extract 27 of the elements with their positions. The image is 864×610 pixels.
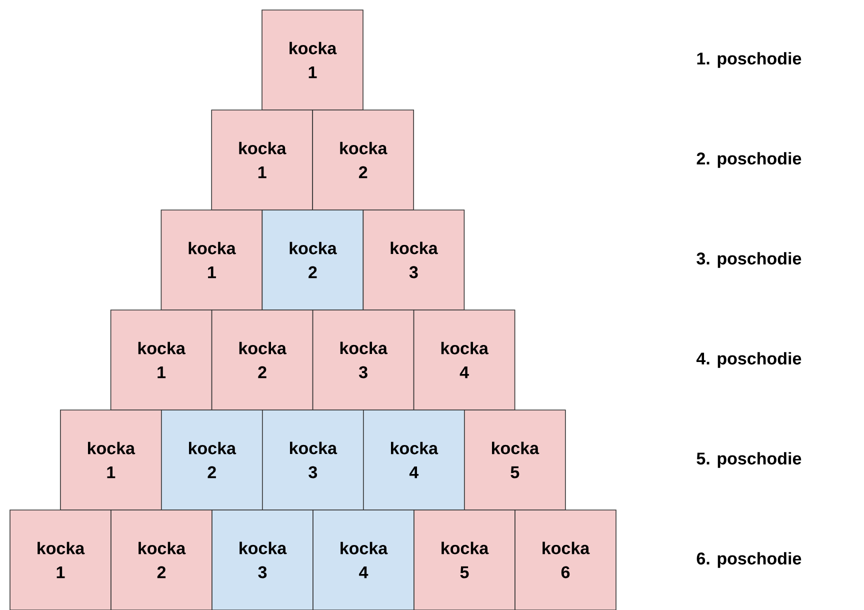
block-box: kocka 2 (110, 510, 212, 610)
block-box: kocka 6 (514, 510, 616, 610)
block-box: kocka 1 (211, 110, 313, 210)
floor-label: 3. poschodie (696, 252, 802, 268)
block-box: kocka 4 (312, 510, 414, 610)
block-box: kocka 5 (414, 510, 516, 610)
block-box: kocka 4 (363, 410, 465, 510)
block-box: kocka 3 (212, 510, 314, 610)
block-box: kocka 3 (312, 310, 414, 410)
block-box: kocka 3 (262, 410, 364, 510)
block-box: kocka 2 (161, 410, 263, 510)
block-box: kocka 2 (262, 210, 364, 310)
block-box: kocka 1 (160, 210, 263, 310)
floor-label: 1. poschodie (697, 52, 802, 68)
block-box: kocka 1 (60, 410, 162, 510)
floor-label: 2. poschodie (696, 152, 802, 168)
block-box: kocka 2 (211, 310, 314, 410)
floor-label: 6. poschodie (696, 552, 802, 568)
block-box: kocka 3 (362, 210, 465, 310)
block-box: kocka 1 (262, 10, 364, 110)
block-box: kocka 5 (464, 410, 566, 510)
floor-label: 5. poschodie (696, 452, 802, 468)
block-box: kocka 2 (312, 110, 414, 210)
block-box: kocka 1 (10, 510, 112, 610)
block-box: kocka 1 (110, 310, 212, 410)
floor-label: 4. poschodie (696, 352, 802, 368)
block-box: kocka 4 (413, 310, 516, 410)
